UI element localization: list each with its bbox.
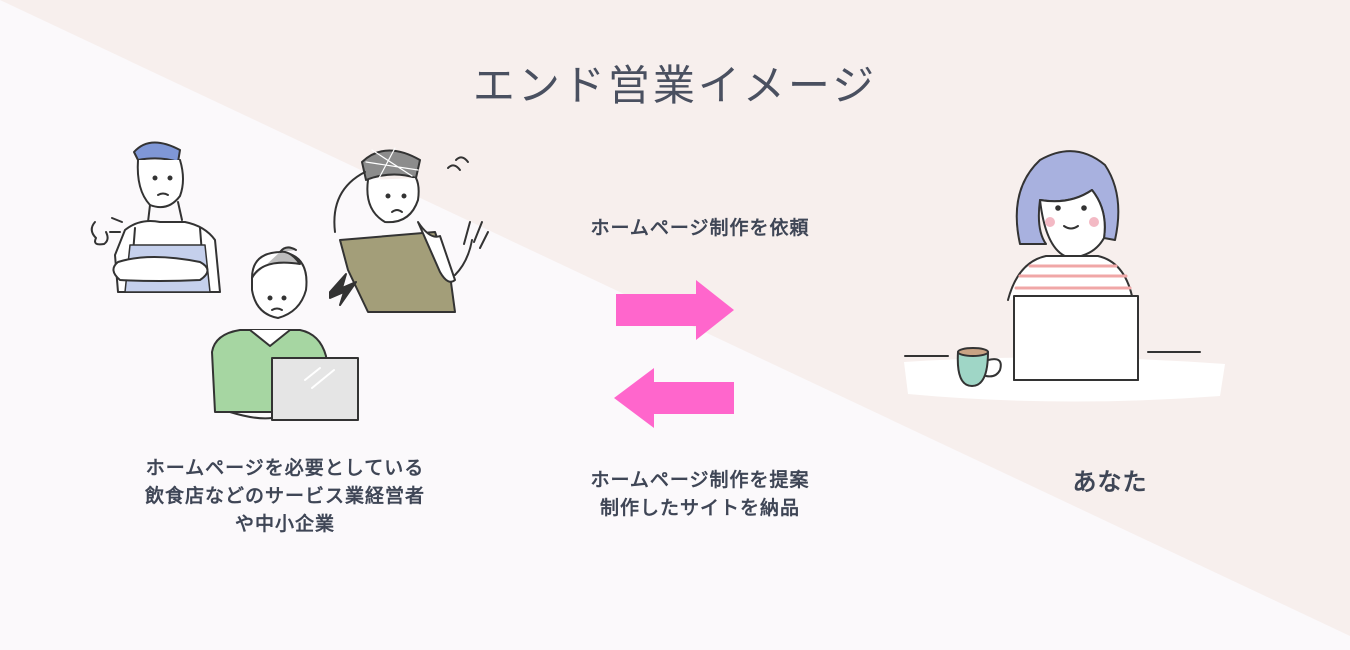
- deliver-label: ホームページ制作を提案 制作したサイトを納品: [525, 466, 875, 522]
- page-title: エンド営業イメージ: [472, 61, 878, 110]
- request-label-text: ホームページ制作を依頼: [590, 217, 810, 239]
- request-label: ホームページ制作を依頼: [525, 214, 875, 242]
- clients-label: ホームページを必要としている 飲食店などのサービス業経営者 や中小企業: [110, 454, 460, 538]
- clients-label-line1: ホームページを必要としている: [145, 457, 425, 479]
- you-label: あなた: [1072, 468, 1148, 496]
- tired-worker-figure: [329, 147, 489, 313]
- angry-chef-figure: [90, 141, 221, 293]
- clients-label-line3: や中小企業: [234, 513, 335, 535]
- clients-label-line2: 飲食店などのサービス業経営者: [144, 485, 425, 507]
- worried-woman-figure: [211, 246, 359, 421]
- deliver-label-line1: ホームページ制作を提案: [590, 469, 810, 491]
- deliver-label-line2: 制作したサイトを納品: [599, 497, 800, 519]
